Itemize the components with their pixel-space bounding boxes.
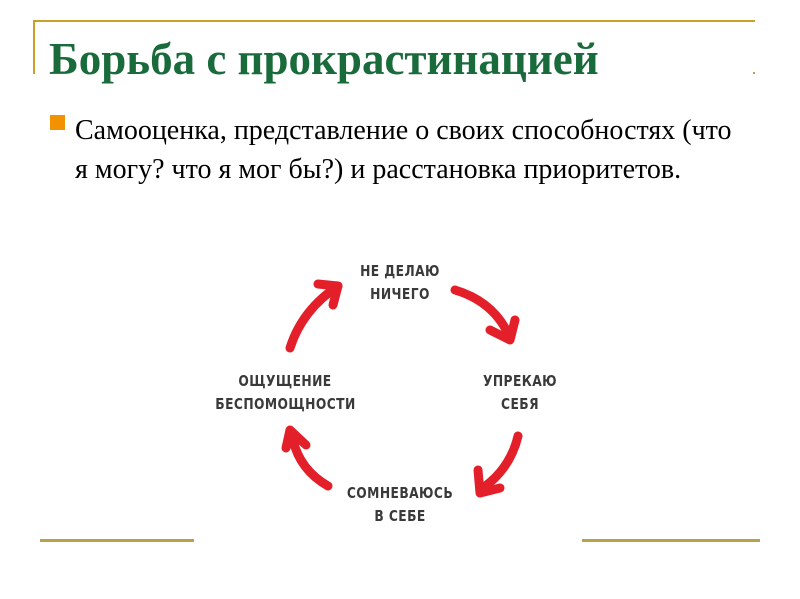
slide-title: Борьба с прокрастинацией (49, 34, 599, 84)
footer-line-right (582, 539, 760, 542)
frame-left-line (33, 20, 35, 74)
frame-corner-dot (753, 72, 755, 74)
cycle-node-helplessness: ОЩУЩЕНИЕ БЕСПОМОЩНОСТИ (215, 372, 356, 413)
arrow-icon-bottom-to-left (281, 425, 333, 491)
frame-top-line (33, 20, 755, 22)
square-bullet-icon (50, 115, 65, 130)
cycle-node-do-nothing: НЕ ДЕЛАЮ НИЧЕГО (360, 262, 440, 303)
cycle-node-blame-self: УПРЕКАЮ СЕБЯ (482, 372, 558, 413)
arrow-icon-right-to-bottom (473, 431, 523, 498)
procrastination-cycle-diagram: НЕ ДЕЛАЮ НИЧЕГО УПРЕКАЮ СЕБЯ СОМНЕВАЮСЬ … (215, 250, 580, 540)
footer-line-left (40, 539, 194, 542)
bullet-text: Самооценка, представление о своих способ… (75, 115, 732, 185)
cycle-arrows (281, 279, 523, 498)
arrow-icon-left-to-top (285, 279, 343, 353)
arrow-icon-top-to-right (450, 285, 520, 345)
cycle-node-doubt-self: СОМНЕВАЮСЬ В СЕБЕ (346, 484, 454, 525)
